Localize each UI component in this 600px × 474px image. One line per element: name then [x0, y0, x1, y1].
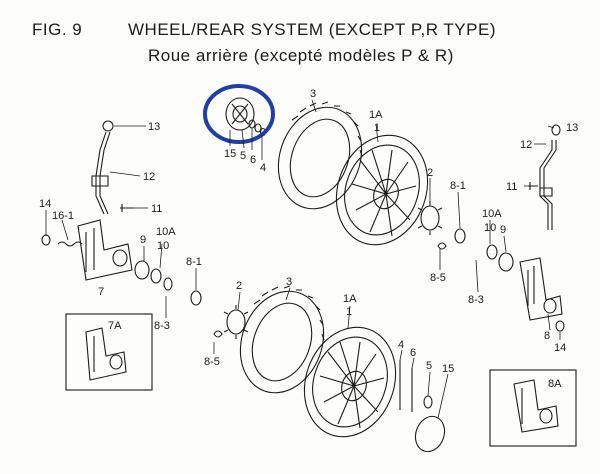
- callout-15-top: 15: [224, 148, 237, 160]
- nut-14-left: [41, 234, 51, 246]
- figure-title: WHEEL/REAR SYSTEM (EXCEPT P,R TYPE): [128, 20, 496, 39]
- callout-2-lower: 2: [236, 280, 243, 292]
- gear-right: [417, 201, 443, 235]
- washer-8-1-left: [190, 290, 202, 306]
- callout-10a-right: 10A: [482, 208, 502, 220]
- washer-8-1-right: [454, 228, 466, 244]
- callout-8-5-right: 8-5: [430, 272, 446, 284]
- callout-13-left: 13: [148, 121, 161, 133]
- nut-14-right: [555, 320, 565, 332]
- callout-8-5-left: 8-5: [204, 356, 220, 368]
- inset-box-7a: [65, 313, 153, 391]
- callout-7: 7: [98, 286, 105, 298]
- clip-8-5-lower: [213, 330, 223, 338]
- clip-8-5-right: [437, 242, 447, 250]
- callout-11-left: 11: [151, 203, 163, 215]
- lever-bracket-left: [91, 120, 114, 215]
- bushing-9-right: [498, 252, 514, 272]
- callout-4-lower: 4: [398, 339, 405, 351]
- inset-box-8a: [489, 369, 577, 447]
- wheel-rim-lower: [303, 326, 397, 438]
- callout-6-top: 6: [250, 154, 257, 166]
- figure-number: FIG. 9: [32, 20, 83, 39]
- bushing-9-left: [134, 260, 150, 280]
- callout-1a-top: 1A: [369, 109, 383, 121]
- hub-cap-lower: [414, 415, 446, 453]
- bolt-11-left: [120, 204, 134, 212]
- callout-10-left: 10: [157, 240, 170, 252]
- highlight-circle: [203, 84, 275, 144]
- callout-10-right: 10: [484, 222, 497, 234]
- callout-9-left: 9: [140, 234, 147, 246]
- washer-10-right: [486, 244, 498, 260]
- callout-5-lower: 5: [426, 360, 433, 372]
- callout-6-lower: 6: [410, 347, 417, 359]
- callout-1-lower: 1: [346, 306, 353, 318]
- wheel-rim-top: [335, 134, 429, 246]
- callout-8-right: 8: [544, 330, 551, 342]
- hub-cap-top: [225, 97, 255, 131]
- callout-8a: 8A: [548, 378, 562, 390]
- figure-subtitle: Roue arrière (excepté modèles P & R): [148, 46, 454, 65]
- washer-5-lower: [423, 395, 433, 409]
- callout-9-right: 9: [500, 224, 507, 236]
- callout-12-right: 12: [520, 139, 533, 151]
- callout-15-lower: 15: [442, 363, 455, 375]
- callout-13-right: 13: [566, 122, 579, 134]
- axle-plate-left: [77, 219, 133, 281]
- tire-top: [277, 101, 363, 210]
- callout-11-right: 11: [506, 181, 518, 193]
- callout-16-1: 16-1: [52, 210, 75, 222]
- tire-lower: [239, 285, 325, 394]
- callout-8-3-right: 8-3: [468, 294, 484, 306]
- callout-14-left: 14: [39, 198, 52, 210]
- callout-8-1-right: 8-1: [450, 180, 466, 192]
- callout-5-top: 5: [240, 150, 247, 162]
- callout-12-left: 12: [143, 171, 156, 183]
- callout-2-right: 2: [427, 167, 434, 179]
- callout-3-top: 3: [310, 88, 317, 100]
- callout-1-top: 1: [374, 122, 381, 134]
- callout-8-3-left: 8-3: [154, 320, 170, 332]
- callout-10a-left: 10A: [156, 226, 176, 238]
- callout-14-right: 14: [554, 342, 567, 354]
- callout-4-top: 4: [260, 162, 267, 174]
- callout-7a: 7A: [108, 320, 122, 332]
- callout-1a-lower: 1A: [343, 293, 357, 305]
- lever-bracket-right: [539, 124, 561, 230]
- washer-10-left: [150, 268, 162, 284]
- gear-lower: [223, 305, 249, 339]
- spring-16-1: [57, 241, 83, 247]
- callout-3-lower: 3: [286, 276, 293, 288]
- callout-8-1-left: 8-1: [186, 256, 202, 268]
- bolt-11-right: [528, 182, 538, 190]
- axle-plate-right: [519, 257, 563, 321]
- washer-8-3-left: [163, 277, 173, 291]
